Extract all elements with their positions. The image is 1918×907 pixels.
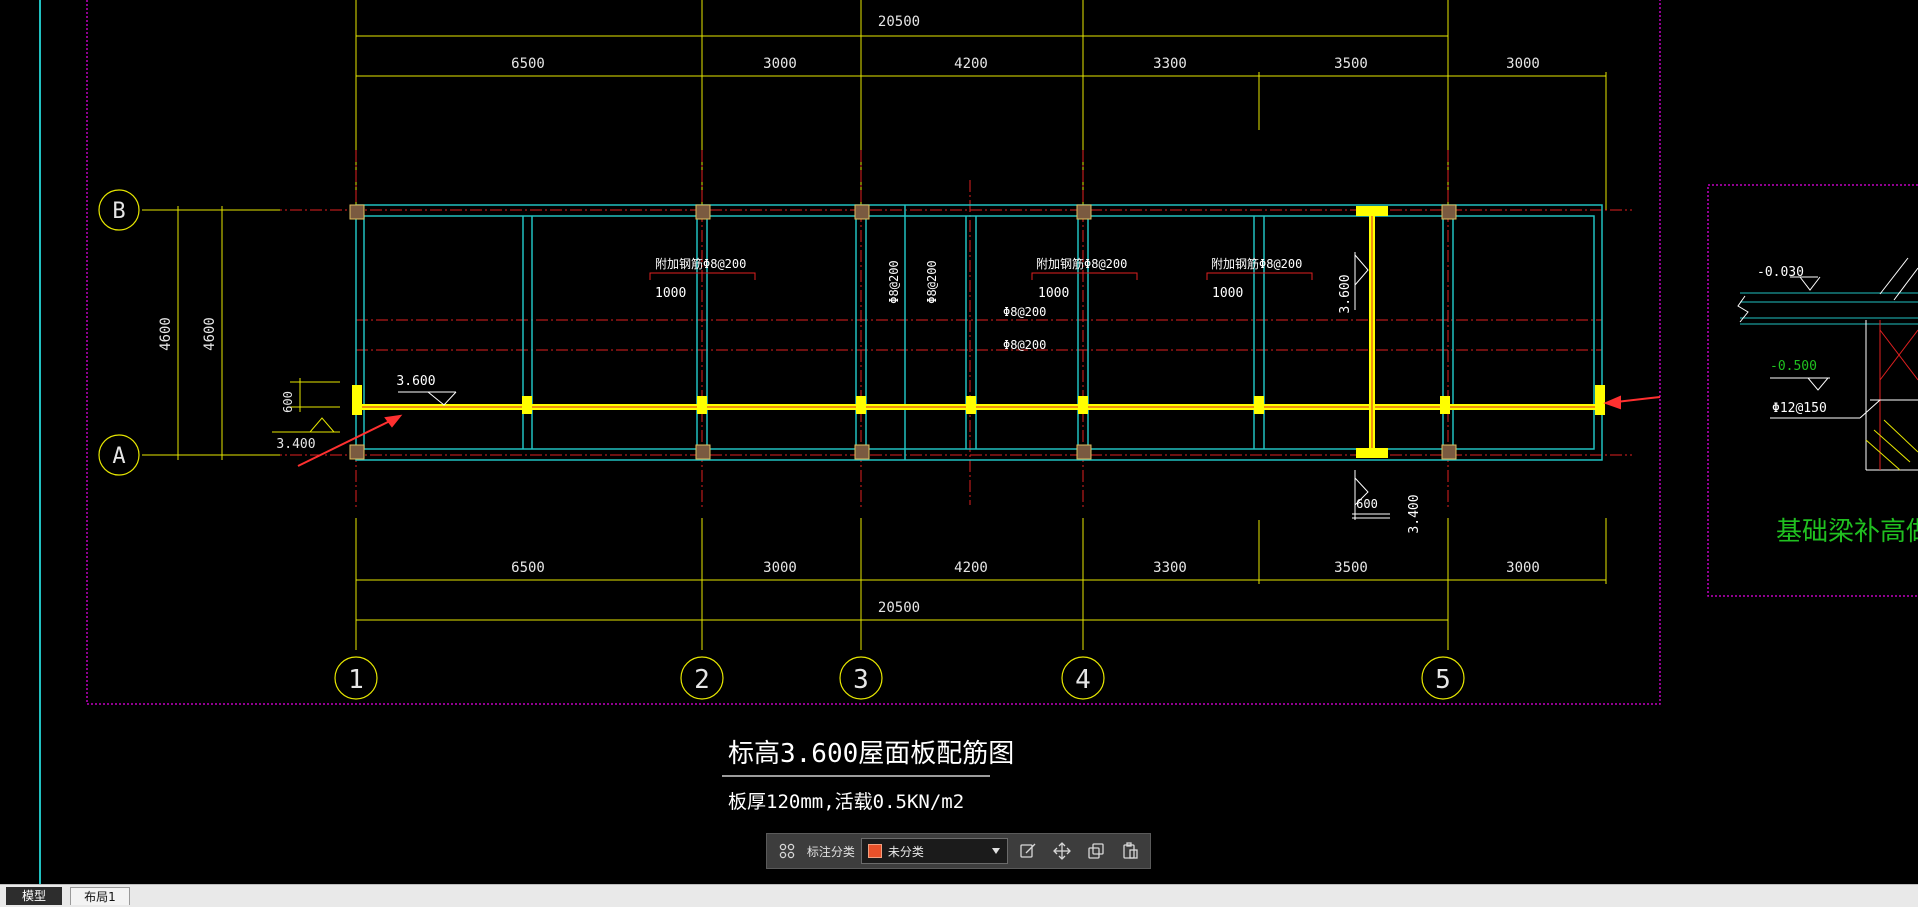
tab-layout1[interactable]: 布局1 xyxy=(70,887,130,905)
category-select[interactable]: 未分类 xyxy=(860,838,1009,864)
right-elevation-symbol xyxy=(1352,252,1390,520)
axis-label-3: 3 xyxy=(853,665,869,695)
rebar-label-1: 附加钢筋Φ8@200 xyxy=(655,256,746,271)
grid-icon[interactable] xyxy=(773,837,801,865)
left-elevation: 3.400 xyxy=(276,437,315,452)
rebar-length-1: 1000 xyxy=(655,286,686,301)
overall-dim-bottom: 20500 xyxy=(878,600,920,616)
axis-label-1: 1 xyxy=(348,665,364,695)
bay-dim-top-6: 3000 xyxy=(1506,56,1540,72)
axis-label-4: 4 xyxy=(1075,665,1091,695)
overall-dim-top: 20500 xyxy=(878,14,920,30)
drawing-frame xyxy=(86,0,1661,705)
right-bottom-dim: 600 xyxy=(1356,497,1378,511)
left-offset-dim: 600 xyxy=(281,391,295,413)
detail-drawing xyxy=(1737,257,1918,471)
right-bottom-elev: 3.400 xyxy=(1407,494,1422,533)
row-label-a: A xyxy=(112,444,125,469)
bay-dim-top-1: 6500 xyxy=(511,56,545,72)
vertical-rebar-2: Φ8@200 xyxy=(925,260,939,303)
rebar-label-3: 附加钢筋Φ8@200 xyxy=(1211,256,1302,271)
grid-axes xyxy=(270,150,1632,510)
bottom-dimensions xyxy=(355,518,1607,650)
layout-tabbar: 模型 布局1 xyxy=(0,884,1918,907)
rebar-brackets xyxy=(649,272,1313,280)
beam-elevation-symbol xyxy=(398,391,457,406)
edit-icon[interactable] xyxy=(1014,837,1042,865)
row-bubble-b xyxy=(98,189,140,231)
bay-dim-top-5: 3500 xyxy=(1334,56,1368,72)
right-elevation-mark: 3.600 xyxy=(1338,274,1353,313)
axis-bubbles xyxy=(334,656,1465,700)
slab-rebar-2: Φ8@200 xyxy=(1003,338,1046,352)
axis-label-5: 5 xyxy=(1435,665,1451,695)
bay-dim-bottom-1: 6500 xyxy=(511,560,545,576)
rebar-label-2: 附加钢筋Φ8@200 xyxy=(1036,256,1127,271)
bay-dim-bottom-3: 4200 xyxy=(954,560,988,576)
bay-dim-top-4: 3300 xyxy=(1153,56,1187,72)
vertical-dim-left-1: 4600 xyxy=(158,317,174,351)
row-label-b: B xyxy=(112,199,125,224)
paste-icon[interactable] xyxy=(1116,837,1144,865)
vertical-rebar-1: Φ8@200 xyxy=(887,260,901,303)
red-arrows xyxy=(297,395,1661,467)
detail-elev-mid: -0.500 xyxy=(1770,359,1817,374)
vertical-dim-left-2: 4600 xyxy=(202,317,218,351)
row-bubble-a xyxy=(98,434,140,476)
bay-dim-bottom-5: 3500 xyxy=(1334,560,1368,576)
rebar-length-2: 1000 xyxy=(1038,286,1069,301)
category-value: 未分类 xyxy=(887,844,924,859)
detail-elev-top: -0.030 xyxy=(1757,265,1804,280)
detail-frame xyxy=(1707,184,1918,597)
highlighted-beams xyxy=(352,206,1605,458)
rebar-length-3: 1000 xyxy=(1212,286,1243,301)
bay-dim-top-2: 3000 xyxy=(763,56,797,72)
bay-dim-bottom-4: 3300 xyxy=(1153,560,1187,576)
beam-outlines xyxy=(355,204,1603,461)
bay-dim-bottom-2: 3000 xyxy=(763,560,797,576)
copy-icon[interactable] xyxy=(1082,837,1110,865)
bay-dim-top-3: 4200 xyxy=(954,56,988,72)
category-color-swatch xyxy=(867,844,882,858)
slab-rebar-1: Φ8@200 xyxy=(1003,305,1046,319)
chevron-down-icon xyxy=(991,844,1001,858)
row-dims-left xyxy=(142,206,340,460)
tab-model[interactable]: 模型 xyxy=(6,887,62,905)
drawing-subtitle: 板厚120mm,活载0.5KN/m2 xyxy=(728,791,964,813)
top-dimensions xyxy=(355,0,1607,210)
detail-rebar: Φ12@150 xyxy=(1772,401,1827,416)
detail-title: 基础梁补高做 xyxy=(1776,517,1918,547)
category-label: 标注分类 xyxy=(806,844,855,859)
axis-label-2: 2 xyxy=(694,665,710,695)
move-icon[interactable] xyxy=(1048,837,1076,865)
annotation-toolbar: 标注分类 未分类 xyxy=(766,833,1151,869)
drawing-title: 标高3.600屋面板配筋图 xyxy=(728,739,1014,769)
columns xyxy=(349,204,1457,460)
beam-elevation-mark: 3.600 xyxy=(396,374,435,389)
bay-dim-bottom-6: 3000 xyxy=(1506,560,1540,576)
